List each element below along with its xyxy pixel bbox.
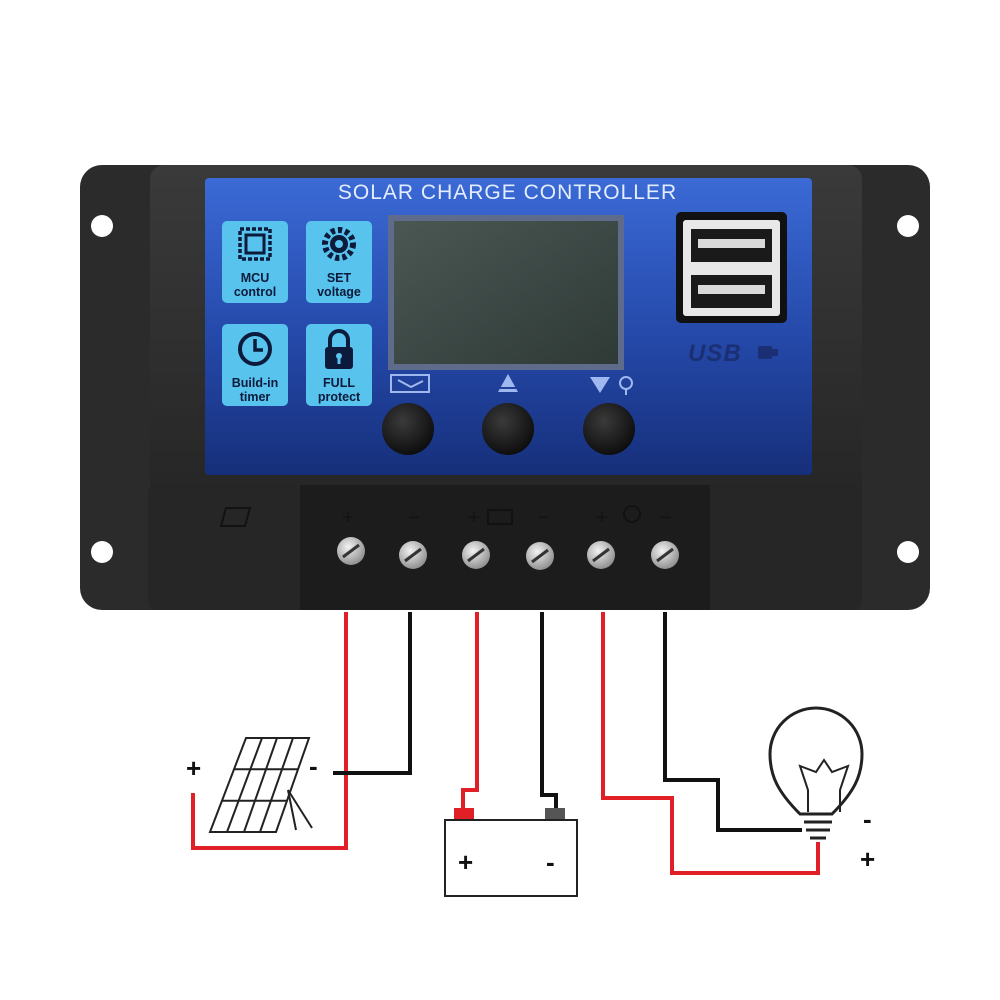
feature-label-set-voltage: SET voltage bbox=[317, 271, 361, 299]
usb-ports bbox=[676, 212, 787, 323]
solar-plus-sign: + bbox=[186, 753, 202, 783]
battery-icon bbox=[487, 509, 513, 525]
feature-tile-protect bbox=[306, 324, 372, 406]
load-negative-wire bbox=[663, 612, 802, 832]
down-button[interactable] bbox=[583, 403, 635, 455]
feature-tile-mcu bbox=[222, 221, 288, 303]
wires bbox=[191, 612, 820, 875]
battery-negative-wire bbox=[540, 612, 558, 810]
clock-icon bbox=[238, 332, 272, 366]
mounting-hole bbox=[91, 541, 113, 563]
solar-minus-sign: - bbox=[309, 751, 318, 781]
battery-positive-wire bbox=[461, 612, 479, 810]
load-positive-wire bbox=[601, 612, 820, 875]
menu-switch-icon bbox=[390, 374, 430, 393]
svg-text:+: + bbox=[342, 507, 354, 529]
up-arrow-icon bbox=[498, 374, 518, 392]
feature-label-mcu: MCU control bbox=[233, 271, 277, 299]
usb-plug-icon bbox=[758, 346, 778, 359]
feature-label-timer: Build-in timer bbox=[231, 376, 279, 404]
feature-label-protect: FULL protect bbox=[317, 376, 361, 404]
load-plus-sign: + bbox=[860, 844, 876, 874]
terminal-block: + − + − + − bbox=[148, 485, 862, 610]
battery-icon bbox=[444, 808, 578, 897]
chip-icon bbox=[238, 227, 272, 261]
padlock-icon bbox=[325, 329, 353, 369]
down-arrow-bulb-icon bbox=[590, 376, 633, 395]
terminal-screws bbox=[337, 537, 679, 570]
load-minus-sign: - bbox=[863, 804, 872, 834]
solar-panel-icon bbox=[219, 507, 252, 527]
mounting-hole bbox=[91, 215, 113, 237]
up-button[interactable] bbox=[482, 403, 534, 455]
battery-plus-sign: + bbox=[458, 847, 474, 877]
solar-positive-wire bbox=[191, 612, 348, 850]
battery-minus-sign: - bbox=[546, 847, 555, 877]
bulb-icon bbox=[623, 505, 641, 523]
usb-label: USB bbox=[688, 340, 742, 367]
mounting-hole bbox=[897, 541, 919, 563]
svg-text:+: + bbox=[468, 507, 480, 529]
svg-text:−: − bbox=[660, 507, 672, 529]
feature-tile-set-voltage bbox=[306, 221, 372, 303]
svg-text:−: − bbox=[538, 507, 550, 529]
svg-text:−: − bbox=[408, 507, 420, 529]
gear-icon bbox=[322, 227, 356, 261]
menu-button[interactable] bbox=[382, 403, 434, 455]
lcd-screen bbox=[394, 221, 618, 364]
solar-negative-wire bbox=[333, 612, 412, 775]
panel-title: SOLAR CHARGE CONTROLLER bbox=[337, 181, 678, 204]
mounting-hole bbox=[897, 215, 919, 237]
solar-panel-icon bbox=[208, 737, 313, 833]
feature-tile-timer bbox=[222, 324, 288, 406]
light-bulb-icon bbox=[768, 706, 864, 840]
svg-text:+: + bbox=[596, 507, 608, 529]
